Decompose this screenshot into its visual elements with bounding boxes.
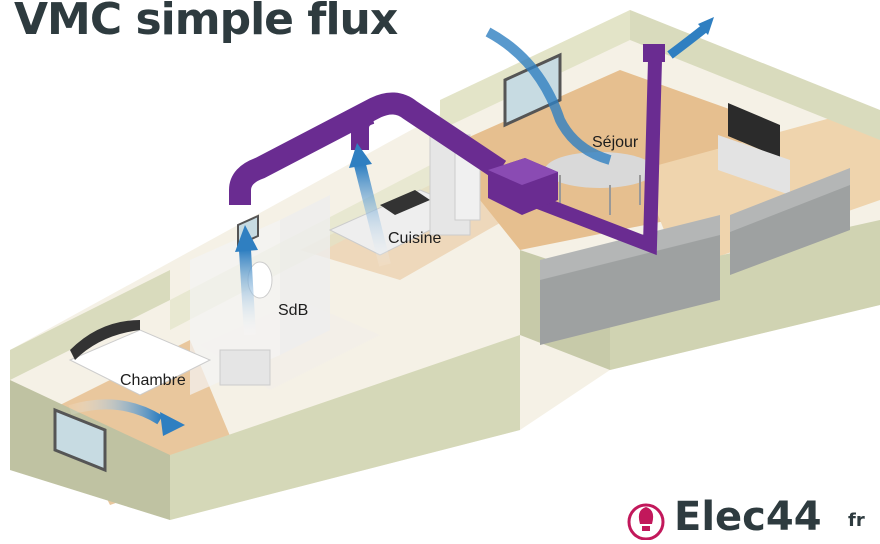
roof-exhaust-outlet [643, 44, 665, 62]
vmc-duct-network [229, 59, 662, 256]
room-label-chambre: Chambre [120, 372, 186, 389]
airflow-arrows [68, 17, 714, 436]
room-label-sejour: Séjour [592, 134, 639, 151]
logo-wordmark: Elec44 [674, 494, 822, 540]
room-label-sdb: SdB [278, 302, 309, 319]
page-title: VMC simple flux [14, 0, 398, 45]
furniture [68, 103, 850, 396]
room-label-cuisine: Cuisine [388, 230, 442, 247]
fan-unit-top [488, 158, 558, 185]
brand-logo-icon [627, 503, 665, 541]
logo-suffix: fr [848, 510, 865, 531]
windows [53, 52, 562, 473]
